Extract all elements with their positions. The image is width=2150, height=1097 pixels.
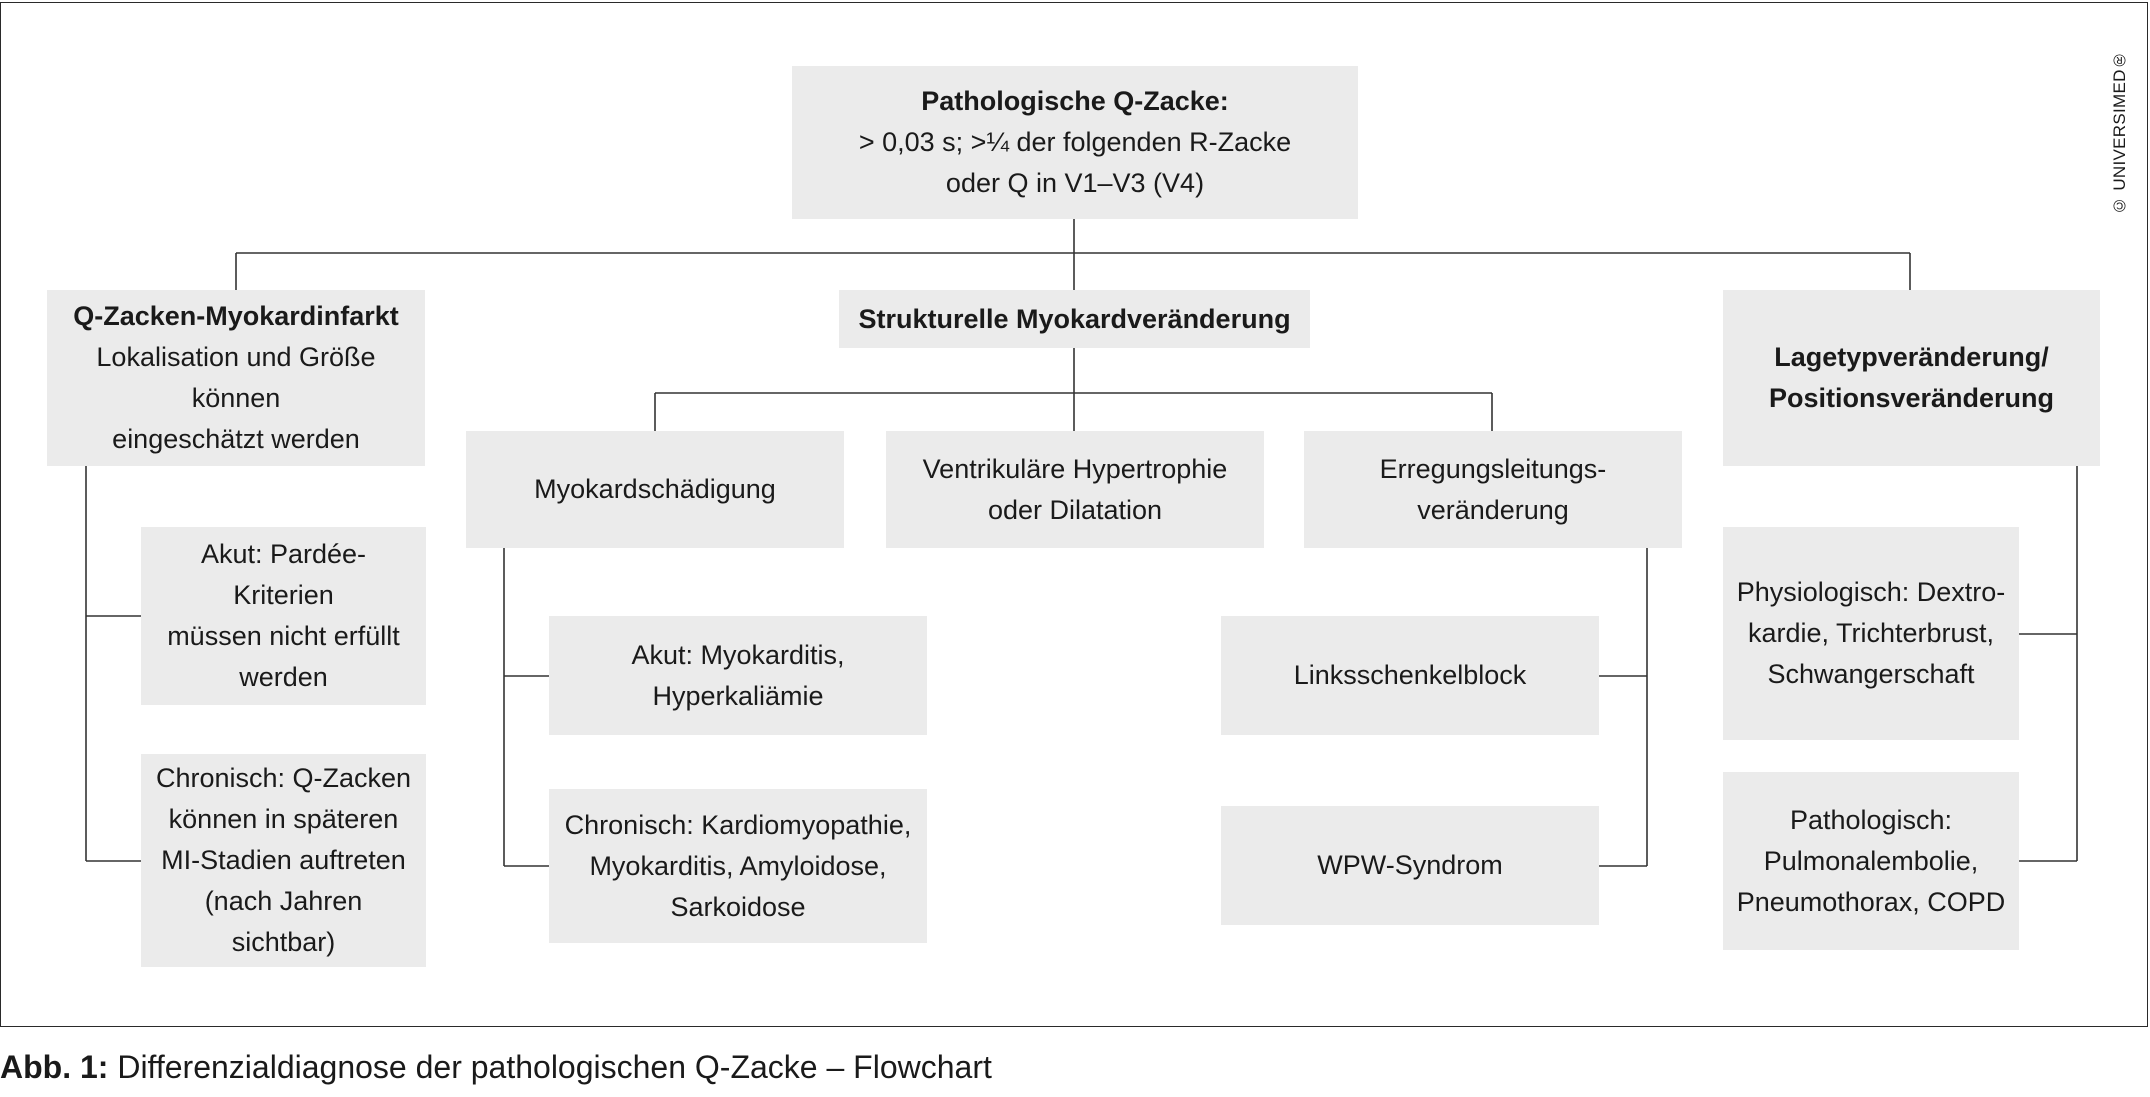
root-line-1: > 0,03 s; >¼ der folgenden R-Zacke (858, 127, 1292, 157)
left-child-chronic-line-1: Chronisch: Q-Zacken (155, 763, 412, 793)
right-child-pathological-box: Pathologisch: Pulmonalembolie, Pneumotho… (1723, 772, 2019, 950)
branch-conduction-box: Erregungsleitungs- veränderung (1304, 431, 1682, 548)
root-box: Pathologische Q-Zacke: > 0,03 s; >¼ der … (792, 66, 1358, 219)
damage-child-chronic-line-2: Myokarditis, Amyloidose, (589, 850, 887, 881)
right-title-line-2: Positionsveränderung (1768, 383, 2055, 413)
conduction-child-wpw-box: WPW-Syndrom (1221, 806, 1599, 925)
root-line-2: oder Q in V1–V3 (V4) (945, 168, 1205, 198)
left-title: Q-Zacken-Myokardinfarkt (73, 301, 399, 331)
branch-conduction-line-1: Erregungsleitungs- (1379, 453, 1607, 484)
left-line-2: eingeschätzt werden (112, 424, 360, 454)
caption-text: Differenzialdiagnose der pathologischen … (108, 1049, 992, 1085)
right-child-physiological-line-3: Schwangerschaft (1767, 659, 1975, 689)
branch-hypertrophy-box: Ventrikuläre Hypertrophie oder Dilatatio… (886, 431, 1264, 548)
damage-child-acute-box: Akut: Myokarditis, Hyperkaliämie (549, 616, 927, 735)
conduction-child-wpw-label: WPW-Syndrom (1317, 850, 1503, 880)
diagram-frame (0, 2, 2148, 1027)
left-child-acute-line-2: müssen nicht erfüllt (167, 621, 400, 651)
copyright-notice: © UNIVERSIMED® (2110, 50, 2129, 215)
right-child-physiological-box: Physiologisch: Dextro- kardie, Trichterb… (1723, 527, 2019, 740)
right-child-physiological-line-1: Physiologisch: Dextro- (1736, 577, 2006, 607)
left-child-acute-box: Akut: Pardée-Kriterien müssen nicht erfü… (141, 527, 426, 705)
left-child-chronic-line-2: können in späteren (168, 804, 399, 834)
right-child-pathological-line-1: Pathologisch: (1789, 804, 1953, 835)
middle-box: Strukturelle Myokardveränderung (839, 290, 1310, 348)
branch-conduction-line-2: veränderung (1417, 494, 1569, 525)
left-child-chronic-box: Chronisch: Q-Zacken können in späteren M… (141, 754, 426, 967)
damage-child-chronic-box: Chronisch: Kardiomyopathie, Myokarditis,… (549, 789, 927, 943)
right-child-physiological-line-2: kardie, Trichterbrust, (1747, 618, 1995, 648)
damage-child-acute-line-2: Hyperkaliämie (652, 680, 824, 711)
figure-caption: Abb. 1: Differenzialdiagnose der patholo… (0, 1047, 992, 1087)
damage-child-chronic-line-3: Sarkoidose (670, 891, 806, 922)
left-child-chronic-line-4: (nach Jahren sichtbar) (204, 886, 363, 957)
middle-title: Strukturelle Myokardveränderung (858, 303, 1291, 334)
left-child-acute-line-1: Akut: Pardée-Kriterien (200, 539, 367, 610)
right-child-pathological-line-3: Pneumothorax, COPD (1736, 886, 2006, 917)
conduction-child-lbbb-label: Linksschenkelblock (1293, 660, 1527, 690)
root-title: Pathologische Q-Zacke: (921, 86, 1229, 116)
conduction-child-lbbb-box: Linksschenkelblock (1221, 616, 1599, 735)
branch-damage-box: Myokardschädigung (466, 431, 844, 548)
left-child-chronic-line-3: MI-Stadien auftreten (161, 845, 406, 875)
damage-child-chronic-line-1: Chronisch: Kardiomyopathie, (564, 809, 912, 840)
right-title-line-1: Lagetypveränderung/ (1774, 342, 2049, 372)
damage-child-acute-line-1: Akut: Myokarditis, (631, 639, 845, 670)
left-child-acute-line-3: werden (239, 662, 328, 692)
caption-label: Abb. 1: (0, 1049, 109, 1085)
right-box: Lagetypveränderung/ Positionsveränderung (1723, 290, 2100, 466)
right-child-pathological-line-2: Pulmonalembolie, (1763, 845, 1979, 876)
branch-hypertrophy-line-2: oder Dilatation (987, 494, 1163, 525)
branch-hypertrophy-line-1: Ventrikuläre Hypertrophie (922, 453, 1228, 484)
left-box: Q-Zacken-Myokardinfarkt Lokalisation und… (47, 290, 425, 466)
branch-damage-label: Myokardschädigung (534, 474, 776, 504)
left-line-1: Lokalisation und Größe können (96, 342, 376, 413)
